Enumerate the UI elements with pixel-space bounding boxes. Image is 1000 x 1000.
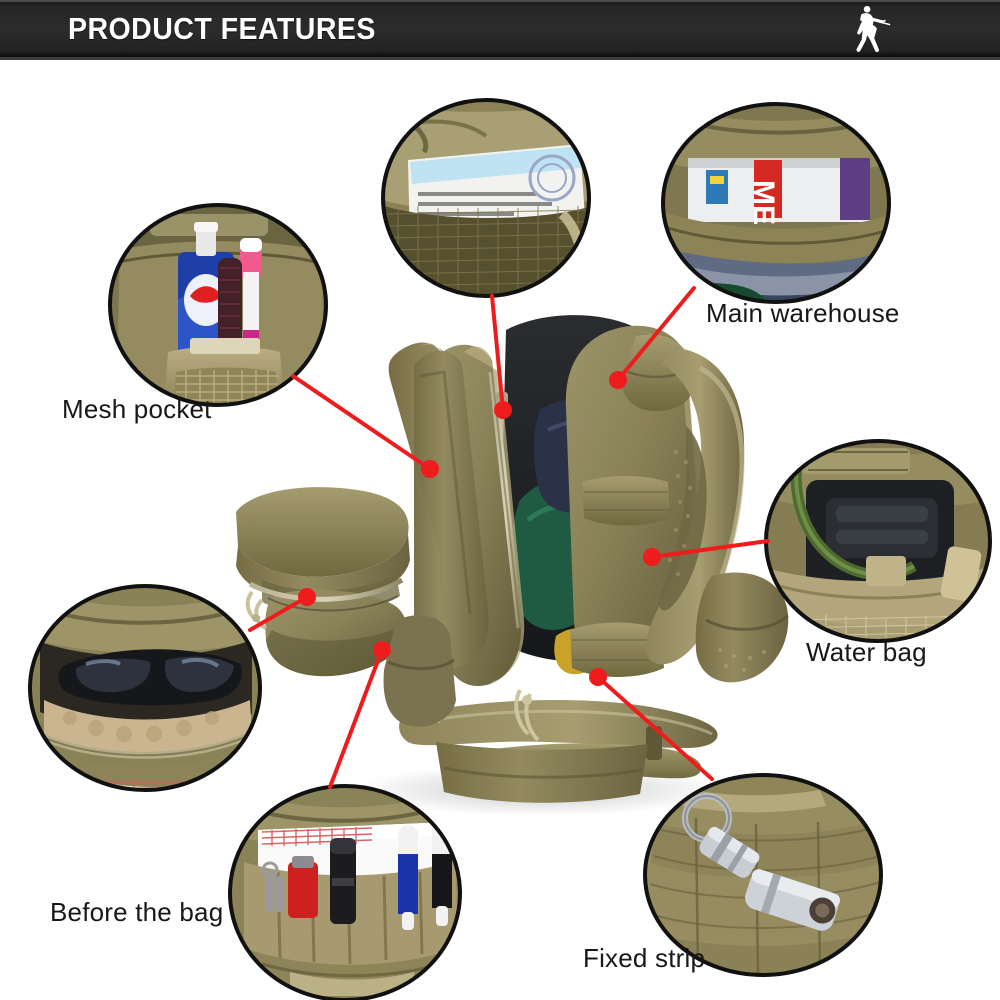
pack-main-body [414, 315, 703, 687]
pointer-fixed-strip [589, 668, 714, 781]
svg-text:ME: ME [747, 180, 780, 225]
pack-left-side-pouch [383, 615, 456, 727]
label-fixed-strip: Fixed strip [583, 943, 706, 973]
callout-photo-mesh-pocket [110, 205, 326, 405]
callout-photo-glasses-pocket [30, 586, 260, 790]
pointer-glasses-pocket [248, 588, 316, 632]
page-title: PRODUCT FEATURES [68, 11, 376, 46]
pointer-main-warehouse [609, 286, 696, 389]
header-banner: PRODUCT FEATURES [0, 0, 1000, 60]
label-mesh-pocket: Mesh pocket [62, 394, 212, 424]
label-water-bag: Water bag [806, 637, 927, 667]
callout-photo-main-warehouse: ME [663, 104, 889, 302]
pointer-water-bag [643, 539, 770, 566]
callout-photo-document-pocket: Outside [383, 100, 589, 296]
pointer-document-pocket [490, 294, 512, 419]
callout-photo-front-organizer [230, 786, 460, 1000]
soldier-with-rifle-icon [856, 6, 891, 53]
label-before-the-bag: Before the bag [50, 897, 224, 927]
label-main-warehouse: Main warehouse [706, 298, 900, 328]
pointer-before-the-bag [328, 641, 391, 789]
callout-photo-fixed-strip [645, 775, 881, 975]
pointer-mesh-pocket [291, 374, 439, 478]
pack-shoulder-straps [645, 348, 789, 683]
